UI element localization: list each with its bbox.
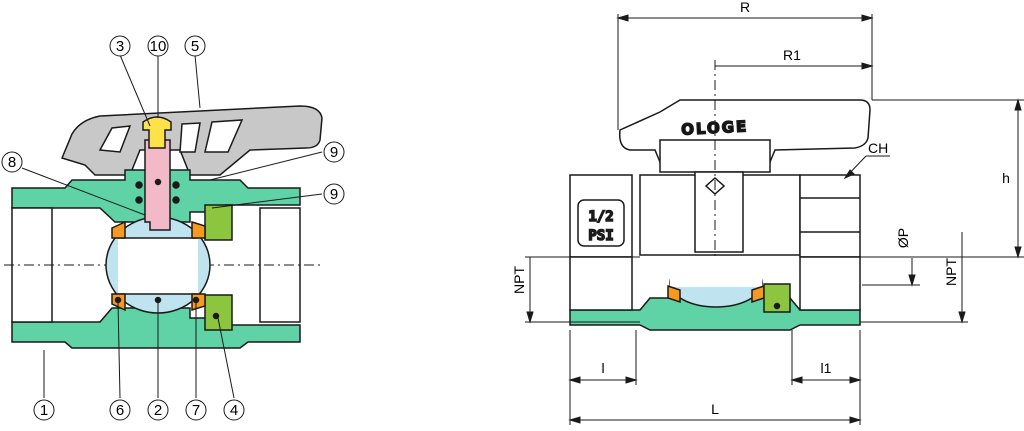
dim-OP: ØP [895,228,911,248]
marker-dot [192,296,200,304]
exterior-view: OLOGE 1/2 PSI [569,99,871,331]
size-label: 1/2 [588,209,613,225]
nut [204,204,233,241]
dimension-labels: R R1 CH h ØP NPT NPT l l1 L [511,0,1010,417]
marker-dot [114,296,122,304]
callout-7: 7 [185,399,207,421]
exterior-thread-left [569,256,633,311]
nut [204,294,233,331]
svg-text:9: 9 [330,144,338,161]
handle-window [98,125,132,153]
callout-2: 2 [147,399,169,421]
seat [191,220,206,239]
svg-text:10: 10 [150,38,167,55]
unit-label: PSI [588,228,613,244]
o-ring [135,196,143,204]
dim-L: L [711,401,719,417]
callout-10: 10 [147,35,169,57]
dim-CH: CH [868,140,888,156]
callout-5: 5 [184,35,206,57]
callout-3: 3 [109,35,131,57]
o-ring [172,181,180,189]
exterior-seat [667,284,681,304]
body-lower [11,307,301,349]
marker-dot [212,312,220,320]
svg-text:2: 2 [154,402,162,419]
dim-R1: R1 [783,47,801,63]
exterior-nut [763,283,791,313]
callout-4: 4 [223,399,245,421]
dim-l: l [601,360,604,376]
marker-dot [154,296,162,304]
callout-9-upper: 9 [323,141,345,163]
callout-8: 8 [1,151,23,173]
dim-h: h [1002,170,1010,186]
marker-dot [154,178,162,186]
dim-R: R [740,0,750,15]
svg-text:7: 7 [192,402,200,419]
callout-6: 6 [109,399,131,421]
dim-NPT-right: NPT [943,258,959,286]
exterior-thread-right [799,256,861,311]
svg-text:4: 4 [230,402,238,419]
size-plate [577,199,625,247]
exterior-bore [670,257,762,287]
dim-l1: l1 [821,360,832,376]
ball-bore [118,238,198,294]
seat [111,220,126,239]
svg-text:6: 6 [116,402,124,419]
callout-9-lower: 9 [323,183,345,205]
callout-balloons: 3 10 5 8 9 9 1 6 [1,35,345,421]
marker-dot [773,302,781,310]
svg-text:1: 1 [40,402,48,419]
end-connector-right [799,174,861,258]
callouts [21,54,323,399]
o-ring [172,196,180,204]
handle-window [179,122,201,153]
dim-NPT-left: NPT [511,266,527,294]
dimension-lines [525,14,1024,425]
o-ring [135,181,143,189]
svg-text:3: 3 [116,38,124,55]
handle-window [204,119,244,153]
callout-1: 1 [33,399,55,421]
svg-text:8: 8 [8,154,16,171]
section-view [4,105,323,349]
svg-text:9: 9 [330,186,338,203]
svg-text:5: 5 [191,38,199,55]
